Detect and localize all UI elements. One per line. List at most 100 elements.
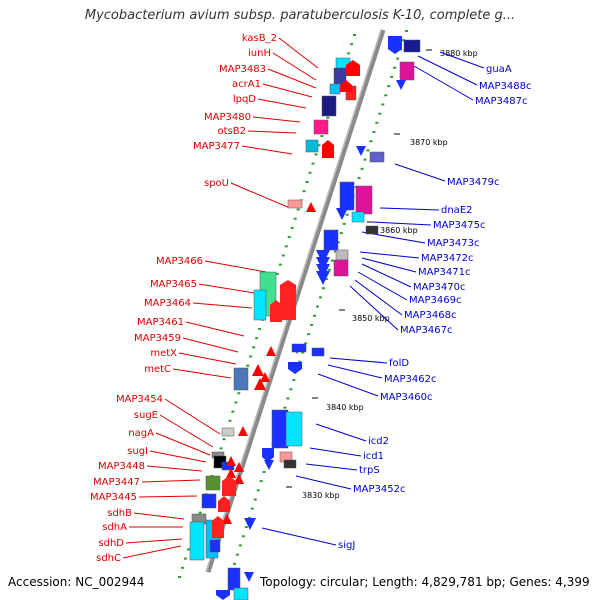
gene-arrow — [288, 362, 302, 374]
minor-tick — [307, 333, 311, 336]
leader-line — [278, 37, 319, 69]
gene-label-MAP3445[interactable]: MAP3445 — [90, 492, 137, 503]
gene-label-MAP3488c[interactable]: MAP3488c — [479, 81, 531, 92]
gene-block — [351, 211, 365, 223]
minor-tick — [369, 140, 373, 143]
gene-label-MAP3447[interactable]: MAP3447 — [93, 477, 140, 488]
minor-tick — [281, 254, 285, 257]
leader-line — [267, 68, 317, 89]
gene-label-MAP3483[interactable]: MAP3483 — [219, 64, 266, 75]
gene-block — [227, 567, 241, 591]
gene-label-icd1[interactable]: icd1 — [363, 451, 384, 462]
gene-label-MAP3477[interactable]: MAP3477 — [193, 141, 240, 152]
gene-block — [311, 347, 325, 357]
gene-label-MAP3462c[interactable]: MAP3462c — [384, 374, 436, 385]
gene-label-lpqD[interactable]: lpqD — [233, 94, 256, 105]
minor-tick — [384, 94, 388, 97]
gene-block — [403, 39, 421, 53]
minor-tick — [305, 180, 309, 183]
gene-label-iunH[interactable]: iunH — [248, 48, 271, 59]
gene-label-MAP3471c[interactable]: MAP3471c — [418, 267, 470, 278]
minor-tick — [253, 498, 257, 501]
leader-line — [329, 357, 388, 364]
minor-tick — [250, 507, 254, 510]
gene-label-metC[interactable]: metC — [144, 364, 171, 375]
gene-label-nagA[interactable]: nagA — [128, 428, 154, 439]
gene-label-MAP3468c[interactable]: MAP3468c — [404, 310, 456, 321]
gene-label-MAP3454[interactable]: MAP3454 — [116, 394, 163, 405]
gene-label-sdhC[interactable]: sdhC — [96, 553, 121, 564]
gene-label-guaA[interactable]: guaA — [486, 64, 512, 75]
gene-label-sigJ[interactable]: sigJ — [338, 540, 355, 551]
leader-line — [439, 51, 485, 69]
gene-arrow — [222, 514, 232, 524]
minor-tick — [290, 226, 294, 229]
minor-tick — [393, 66, 397, 69]
gene-arrow — [270, 300, 282, 322]
minor-tick — [237, 392, 241, 395]
gene-arrow — [264, 460, 274, 470]
gene-block — [323, 229, 339, 251]
gene-label-MAP3460c[interactable]: MAP3460c — [380, 392, 432, 403]
gene-label-metX[interactable]: metX — [150, 348, 177, 359]
gene-label-sdhD[interactable]: sdhD — [98, 538, 124, 549]
gene-label-sdhA[interactable]: sdhA — [102, 522, 127, 533]
gene-label-MAP3469c[interactable]: MAP3469c — [409, 295, 461, 306]
minor-tick — [310, 323, 314, 326]
leader-line — [230, 182, 291, 209]
leader-line — [125, 538, 183, 544]
gene-label-MAP3459[interactable]: MAP3459 — [134, 333, 181, 344]
gene-label-folD[interactable]: folD — [389, 358, 409, 369]
accession-label: Accession: NC_002944 — [8, 575, 145, 589]
gene-label-MAP3472c[interactable]: MAP3472c — [421, 253, 473, 264]
minor-tick — [317, 144, 321, 147]
leader-line — [146, 465, 203, 472]
minor-tick — [326, 116, 330, 119]
gene-label-acrA1[interactable]: acrA1 — [232, 79, 261, 90]
minor-tick — [298, 360, 302, 363]
gene-block — [355, 185, 373, 215]
leader-line — [317, 373, 379, 397]
gene-label-MAP3452c[interactable]: MAP3452c — [353, 484, 405, 495]
minor-tick — [235, 553, 239, 556]
gene-label-MAP3461[interactable]: MAP3461 — [137, 317, 184, 328]
leader-line — [315, 423, 367, 442]
leader-line — [349, 285, 399, 331]
gene-block — [189, 521, 205, 561]
gene-label-MAP3475c[interactable]: MAP3475c — [433, 220, 485, 231]
gene-label-sdhB[interactable]: sdhB — [107, 508, 132, 519]
minor-tick — [301, 351, 305, 354]
leader-line — [164, 398, 221, 435]
gene-label-trpS[interactable]: trpS — [359, 465, 380, 476]
gene-label-MAP3473c[interactable]: MAP3473c — [427, 238, 479, 249]
gene-arrow — [396, 80, 406, 90]
gene-label-icd2[interactable]: icd2 — [368, 436, 389, 447]
gene-label-MAP3464[interactable]: MAP3464 — [144, 298, 191, 309]
gene-label-MAP3465[interactable]: MAP3465 — [150, 279, 197, 290]
gene-block — [285, 411, 303, 447]
gene-label-MAP3466[interactable]: MAP3466 — [156, 256, 203, 267]
gene-label-kasB_2[interactable]: kasB_2 — [242, 33, 277, 44]
minor-tick — [286, 397, 290, 400]
gene-block — [283, 459, 297, 469]
gene-label-sugI[interactable]: sugI — [127, 446, 148, 457]
gene-arrow — [238, 426, 248, 436]
gene-label-spoU[interactable]: spoU — [204, 178, 229, 189]
gene-label-sugE[interactable]: sugE — [134, 410, 158, 421]
gene-label-MAP3480[interactable]: MAP3480 — [204, 112, 251, 123]
minor-tick — [222, 438, 226, 441]
gene-arrow — [212, 516, 224, 538]
leader-line — [178, 352, 237, 365]
gene-label-MAP3467c[interactable]: MAP3467c — [400, 325, 452, 336]
leader-line — [305, 463, 358, 471]
gene-label-MAP3487c[interactable]: MAP3487c — [475, 96, 527, 107]
gene-block — [329, 83, 341, 95]
gene-label-MAP3470c[interactable]: MAP3470c — [413, 282, 465, 293]
minor-tick — [284, 245, 288, 248]
gene-label-MAP3448[interactable]: MAP3448 — [98, 461, 145, 472]
gene-label-MAP3479c[interactable]: MAP3479c — [447, 177, 499, 188]
gene-label-otsB2[interactable]: otsB2 — [218, 126, 246, 137]
gene-block — [233, 367, 249, 391]
gene-label-dnaE2[interactable]: dnaE2 — [441, 205, 473, 216]
minor-tick — [336, 241, 340, 244]
